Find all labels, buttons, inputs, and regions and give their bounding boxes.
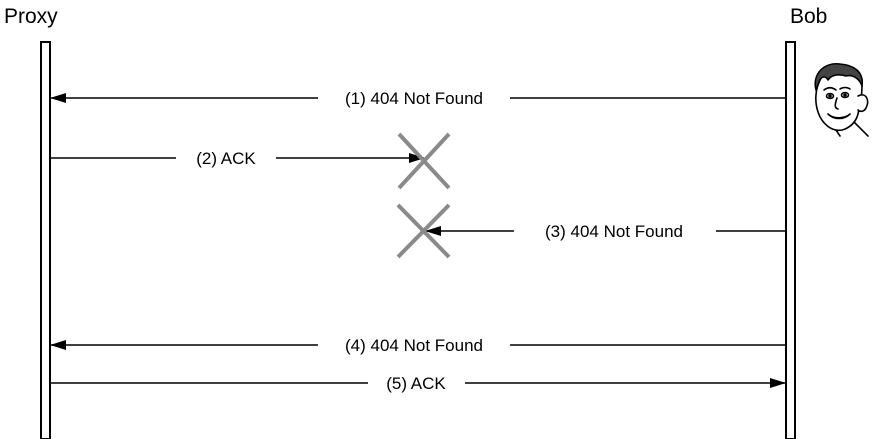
x-mark-icon [399,134,449,188]
message-2: (2) ACK [50,149,424,168]
message-3-label: (3) 404 Not Found [545,222,683,241]
message-1: (1) 404 Not Found [51,89,786,108]
message-4: (4) 404 Not Found [51,336,786,355]
message-5-label: (5) ACK [386,374,446,393]
proxy-lifeline [41,42,50,439]
cartoon-face-icon [815,64,868,136]
message-4-label: (4) 404 Not Found [345,336,483,355]
message-5: (5) ACK [50,374,785,393]
message-1-label: (1) 404 Not Found [345,89,483,108]
message-3: (3) 404 Not Found [426,222,786,241]
message-2-label: (2) ACK [196,149,256,168]
bob-lifeline [786,42,795,439]
